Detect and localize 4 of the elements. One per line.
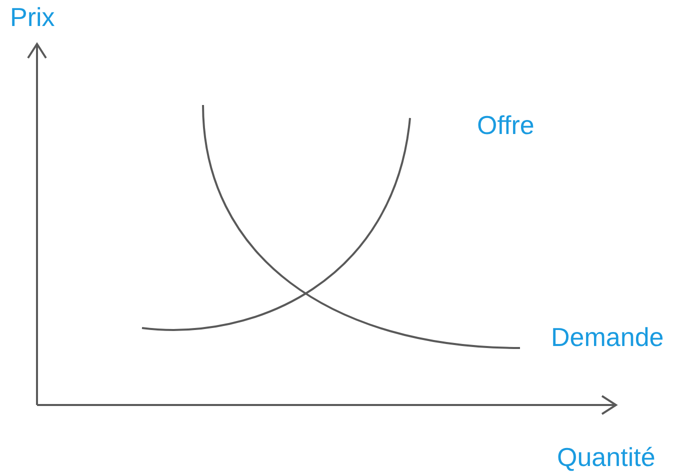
curve-label: Offre (477, 110, 534, 140)
curve-label: Demande (551, 322, 664, 352)
axis-label: Quantité (557, 442, 656, 472)
axis-label: Prix (10, 2, 55, 32)
